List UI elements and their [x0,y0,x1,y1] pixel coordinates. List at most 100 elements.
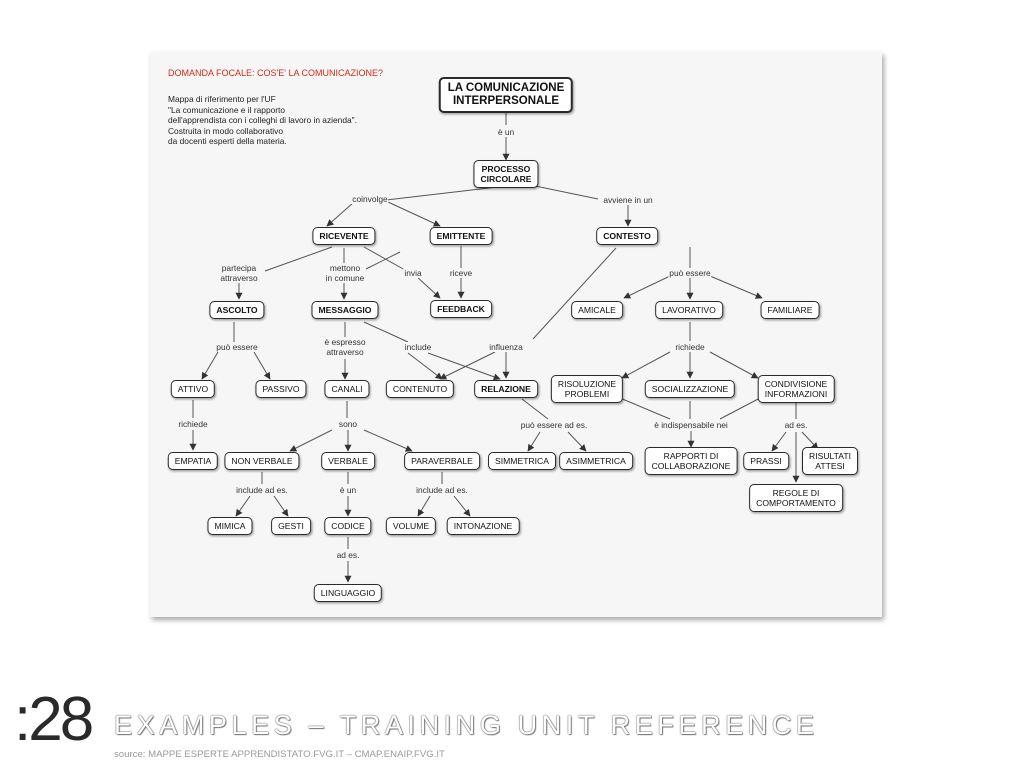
concept-attivo: ATTIVO [170,380,216,398]
link-phrase-includeades1: include ad es. [235,485,289,495]
concept-label: FEEDBACK [437,304,485,314]
concept-label: VOLUME [392,521,430,531]
concept-mimica: MIMICA [207,517,253,535]
concept-label: MIMICA [214,521,246,531]
concept-empatia: EMPATIA [167,452,219,470]
concept-label: ATTIVO [177,384,209,394]
description-line: Costruita in modo collaborativo [168,125,283,136]
concept-linguaggio: LINGUAGGIO [313,584,383,602]
concept-feedback: FEEDBACK [430,300,492,318]
connector-line [439,351,496,380]
description-line: Mappa di riferimento per l'UF [168,94,276,104]
link-label: sono [338,419,358,429]
link-phrase-invia: invia [403,268,423,278]
description-line: "La comunicazione e il rapporto [168,104,286,115]
link-phrase-richiede1: richiede [177,419,209,429]
connector-line [289,429,333,452]
concept-volume: VOLUME [385,517,437,535]
concept-verbale: VERBALE [321,452,375,470]
link-label: richiede [675,342,705,352]
connector-line [385,185,507,201]
concept-relazione: RELAZIONE [474,380,538,398]
concept-label: LA COMUNICAZIONE [447,82,565,94]
slide-number: :28 [14,685,94,754]
concept-label: COMPORTAMENTO [756,498,836,508]
concept-label: LAVORATIVO [662,305,716,315]
connector-line [235,495,251,517]
focal-question: DOMANDA FOCALE: COS'E' LA COMUNICAZIONE? [168,68,383,78]
link-phrase-coinvolge: coinvolge [351,194,389,204]
link-label: è espresso [324,337,366,347]
concept-prassi: PRASSI [743,452,789,470]
concept-lavorativo: LAVORATIVO [655,301,723,319]
concept-nonverbale: NON VERBALE [224,452,300,470]
link-label: coinvolge [352,194,388,204]
concept-label: ASIMMETRICA [566,456,626,466]
link-phrase-sono: sono [337,419,359,429]
description-line: da docenti esperti della materia. [168,136,287,147]
concept-label: CONDIVISIONE [764,379,828,389]
connector-line [532,247,617,340]
concept-label: PARAVERBALE [411,456,473,466]
link-label: mettono [329,263,361,273]
link-phrase-include: include [403,342,433,352]
link-phrase-richiede2: richiede [674,342,706,352]
link-label: è un [339,485,357,495]
connector-line [527,431,541,452]
connector-line [619,397,671,420]
link-label: include ad es. [236,485,288,495]
map-description: Mappa di riferimento per l'UF "La comuni… [168,94,357,147]
connector-line [709,351,759,379]
link-label: invia [404,268,422,278]
concept-contesto: CONTESTO [596,227,658,245]
concept-label: PROCESSO [481,164,531,174]
concept-label: REGOLE DI [772,488,820,498]
concept-label: NON VERBALE [231,456,293,466]
concept-socializzazione: SOCIALIZZAZIONE [644,380,736,398]
connector-line [427,352,501,381]
connector-line [621,351,671,379]
link-phrase-eun2: è un [338,485,358,495]
link-label: partecipa [221,263,257,273]
connector-line [363,246,406,271]
concept-label: RELAZIONE [481,384,531,394]
concept-label: PRASSI [750,456,782,466]
concept-label: ATTESI [815,461,845,471]
link-phrase-puoessereades: può essere ad es. [519,420,589,430]
concept-label: SOCIALIZZAZIONE [651,384,729,394]
link-label: può essere [669,268,711,278]
concept-messaggio: MESSAGGIO [311,301,379,319]
link-label: include ad es. [416,485,468,495]
connector-line [273,495,289,517]
concept-label: RAPPORTI DI [663,451,719,461]
concept-label: PASSIVO [262,384,300,394]
connector-line [415,275,441,299]
concept-label: CONTENUTO [392,384,448,394]
link-label: ad es. [784,420,808,430]
connector-line [719,397,761,420]
connector-line [771,431,787,452]
concept-label: AMICALE [578,305,616,315]
concept-label: RISULTATI [808,451,852,461]
link-label: avviene in un [603,195,653,205]
concept-label: VERBALE [328,456,368,466]
concept-canali: CANALI [324,380,370,398]
link-label: può essere ad es. [520,420,588,430]
link-label: attraverso [326,347,364,357]
connector-line [521,398,549,420]
link-label: richiede [178,419,208,429]
connector-line [453,495,471,517]
link-phrase-eun1: è un [496,127,516,137]
connector-line [407,352,443,380]
link-label: può essere [216,342,258,352]
concept-paraverbale: PARAVERBALE [404,452,480,470]
connector-line [363,321,409,343]
concept-label: INTONAZIONE [453,521,513,531]
link-phrase-indispensabile: è indispensabile nei [653,420,729,430]
connector-line [801,431,819,450]
link-label: riceve [449,268,473,278]
